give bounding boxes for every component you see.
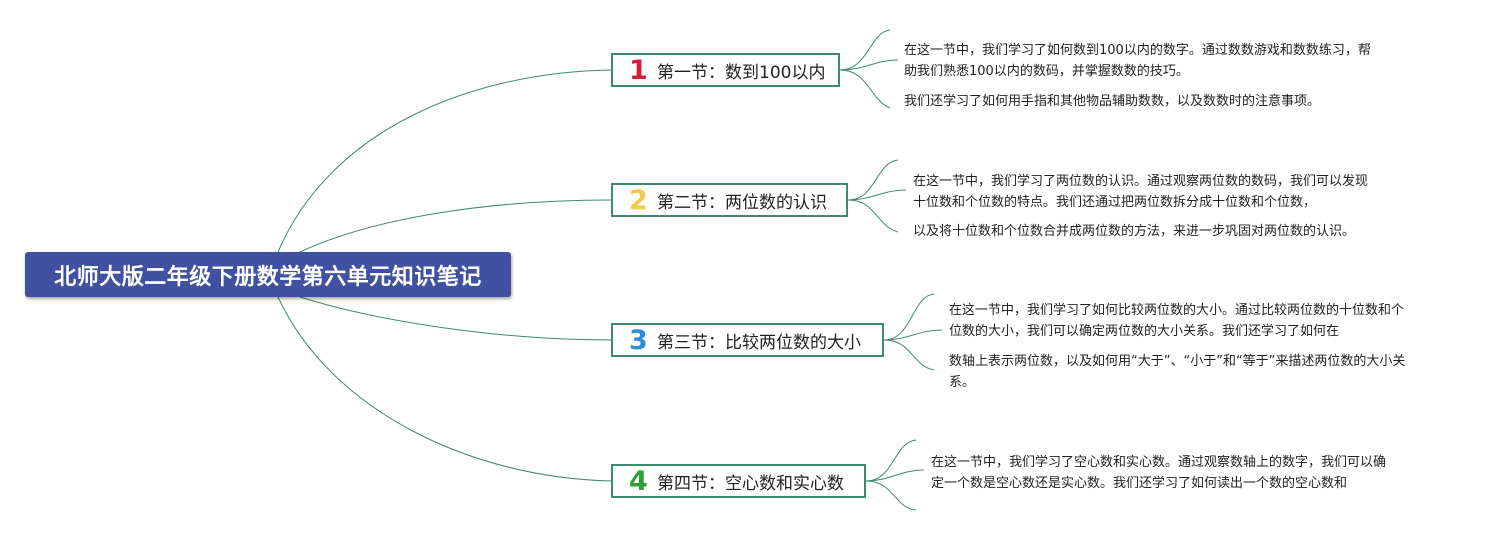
section-3-note-2: 数轴上表示两位数，以及如何用“大于”、“小于”和“等于”来描述两位数的大小关 系…	[949, 351, 1405, 393]
note-link-4a	[865, 439, 917, 482]
note-line: 系。	[949, 375, 976, 390]
section-2-node[interactable]: 2 第二节：两位数的认识	[611, 183, 848, 217]
section-1-note-2: 我们还学习了如何用手指和其他物品辅助数数，以及数数时的注意事项。	[904, 91, 1320, 112]
section-4-note-1: 在这一节中，我们学习了空心数和实心数。通过观察数轴上的数字，我们可以确 定一个数…	[931, 452, 1386, 494]
section-2-note-1: 在这一节中，我们学习了两位数的认识。通过观察两位数的数码，我们可以发现 十位数和…	[913, 171, 1368, 213]
root-node[interactable]: 北师大版二年级下册数学第六单元知识笔记	[25, 252, 511, 297]
note-line: 在这一节中，我们学习了如何数到100以内的数字。通过数数游戏和数数练习，帮	[904, 43, 1371, 58]
section-4-title: 第四节：空心数和实心数	[657, 473, 844, 494]
note-link-3c	[883, 339, 935, 371]
section-2-title: 第二节：两位数的认识	[657, 192, 827, 213]
note-line: 在这一节中，我们学习了如何比较两位数的大小。通过比较两位数的十位数和个	[949, 303, 1405, 318]
root-link-2	[299, 199, 613, 253]
note-link-1b	[839, 59, 899, 71]
section-1-note-1: 在这一节中，我们学习了如何数到100以内的数字。通过数数游戏和数数练习，帮 助我…	[904, 40, 1371, 82]
number-2-icon: 2	[629, 184, 648, 216]
note-link-1c	[839, 69, 891, 109]
section-4-node[interactable]: 4 第四节：空心数和实心数	[611, 464, 866, 498]
note-line: 数轴上表示两位数，以及如何用“大于”、“小于”和“等于”来描述两位数的大小关	[949, 354, 1406, 369]
note-line: 十位数和个位数的特点。我们还通过把两位数拆分成十位数和个位数，	[913, 195, 1317, 210]
note-link-4c	[865, 480, 917, 511]
section-3-title: 第三节：比较两位数的大小	[657, 332, 861, 353]
section-3-note-1: 在这一节中，我们学习了如何比较两位数的大小。通过比较两位数的十位数和个 位数的大…	[949, 300, 1404, 342]
note-line: 位数的大小，我们可以确定两位数的大小关系。我们还学习了如何在	[949, 324, 1340, 339]
note-line: 在这一节中，我们学习了空心数和实心数。通过观察数轴上的数字，我们可以确	[931, 455, 1387, 470]
number-4-icon: 4	[629, 465, 648, 497]
note-link-3b	[883, 329, 943, 341]
note-link-2c	[847, 199, 899, 233]
root-title: 北师大版二年级下册数学第六单元知识笔记	[54, 264, 482, 290]
section-1-title: 第一节：数到100以内	[657, 62, 826, 83]
note-line: 以及将十位数和个位数合并成两位数的方法，来进一步巩固对两位数的认识。	[913, 224, 1356, 239]
note-link-2b	[847, 189, 907, 201]
note-link-3a	[883, 293, 935, 341]
note-link-4b	[865, 469, 925, 482]
section-2-note-2: 以及将十位数和个位数合并成两位数的方法，来进一步巩固对两位数的认识。	[913, 221, 1355, 242]
note-line: 助我们熟悉100以内的数码，并掌握数数的技巧。	[904, 64, 1189, 79]
note-link-2a	[847, 159, 899, 201]
note-line: 在这一节中，我们学习了两位数的认识。通过观察两位数的数码，我们可以发现	[913, 174, 1369, 189]
section-1-node[interactable]: 1 第一节：数到100以内	[611, 53, 840, 87]
note-line: 定一个数是空心数还是实心数。我们还学习了如何读出一个数的空心数和	[931, 476, 1348, 491]
root-link-4	[277, 296, 613, 482]
number-3-icon: 3	[629, 324, 648, 356]
note-link-1a	[839, 29, 891, 71]
section-3-node[interactable]: 3 第三节：比较两位数的大小	[611, 323, 884, 357]
root-link-1	[277, 69, 613, 253]
root-link-3	[299, 296, 613, 341]
number-1-icon: 1	[629, 54, 648, 86]
note-line: 我们还学习了如何用手指和其他物品辅助数数，以及数数时的注意事项。	[904, 94, 1321, 109]
